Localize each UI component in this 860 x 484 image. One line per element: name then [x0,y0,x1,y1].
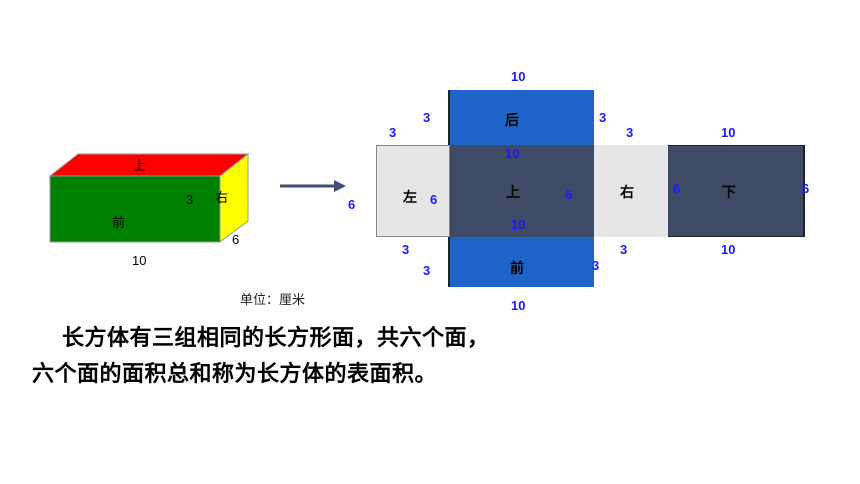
dim-bottom-top: 10 [721,125,736,140]
dim-front-bottom: 10 [511,298,526,313]
net-label-top: 上 [506,184,520,200]
cuboid-height-dim: 3 [186,192,194,207]
net-face-back [448,90,594,146]
dim-top-left: 6 [430,192,438,207]
unit-note: 单位：厘米 [240,292,306,307]
cuboid-width-dim: 6 [232,232,240,247]
dim-left-outer: 6 [348,197,356,212]
dim-back-top: 10 [511,69,526,84]
net-label-front: 前 [510,260,524,276]
net-face-right [594,145,668,237]
cuboid-top-face [48,153,250,177]
cuboid-drawing [48,152,250,243]
cuboid-right-label: 右 [215,190,229,205]
net-face-bottom [668,145,805,237]
net-label-right: 右 [620,184,634,200]
arrow-icon [280,180,346,192]
dim-right-top: 3 [626,125,634,140]
dim-right-bottom: 3 [620,242,628,257]
cuboid-length-dim: 10 [132,253,147,268]
net-label-back: 后 [505,112,519,128]
cuboid-top-label: 上 [133,158,147,173]
net-face-front [448,237,594,287]
dim-back-right: 3 [599,110,607,125]
dim-bottom-bottom: 10 [721,242,736,257]
net-face-left [376,145,450,237]
dim-top-inner-bottom: 10 [511,217,526,232]
dim-top-inner-top: 10 [505,146,520,161]
dim-bottom-right: 6 [802,181,810,196]
cuboid-front-label: 前 [112,215,126,230]
dim-front-right: 3 [592,258,600,273]
dim-right-face: 6 [673,181,681,196]
dim-left-bottom: 3 [402,242,410,257]
dim-back-left: 3 [423,110,431,125]
net-label-left: 左 [403,189,417,205]
text-line-1: 长方体有三组相同的长方形面，共六个面， [62,325,490,350]
cuboid-right-face [219,152,249,243]
dim-top-right: 6 [565,187,573,202]
net-label-bottom: 下 [722,184,736,200]
net-face-top [450,145,594,237]
cuboid-front-face [49,175,221,243]
dim-left-top: 3 [389,125,397,140]
dim-front-left: 3 [423,263,431,278]
text-line-2: 六个面的面积总和称为长方体的表面积。 [32,361,438,386]
